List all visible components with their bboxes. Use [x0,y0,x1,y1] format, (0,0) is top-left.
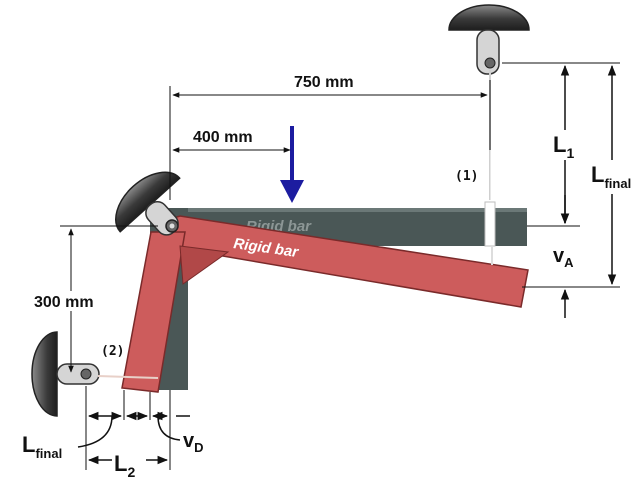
L1-label: L1 [551,130,581,161]
vA-main: v [553,245,565,267]
dimension-750: 750 mm [169,74,491,150]
svg-text:L1: L1 [553,132,574,161]
svg-text:Lfinal: Lfinal [591,162,631,191]
rod-1: (1) [455,70,496,265]
svg-text:vA: vA [553,245,574,270]
L2-label: L2 [112,450,146,480]
vD-main: v [183,430,195,452]
vD-sub: D [194,440,203,455]
L2-main: L [114,451,127,476]
top-support [448,4,530,75]
dimension-400: 400 mm [169,129,291,200]
Lfinal-left-main: L [22,432,35,457]
dimension-300: 300 mm [32,225,158,373]
vA-label: vA [551,243,583,271]
Lfinal-right-main: L [591,162,604,187]
left-support [31,331,100,417]
pin-support-B [115,171,181,236]
svg-text:vD: vD [183,430,204,455]
rod-2: (2) [97,344,159,379]
svg-text:Lfinal: Lfinal [22,432,62,461]
load-arrow [280,126,304,203]
rod-2-label: (2) [101,344,124,359]
Lfinal-left-sub: final [35,446,62,461]
dimension-300-label: 300 mm [34,294,94,311]
L1-sub: 1 [566,145,574,161]
dimension-400-label: 400 mm [193,129,253,146]
L1-main: L [553,132,566,157]
L2-sub: 2 [127,464,135,480]
Lfinal-left-label: Lfinal [22,432,62,461]
rod-1-label: (1) [455,169,478,184]
vA-sub: A [564,255,574,270]
vD-label: vD [183,430,204,455]
Lfinal-right-sub: final [604,176,631,191]
Lfinal-right-label: Lfinal [590,160,640,194]
svg-text:L2: L2 [114,451,135,480]
dimension-750-label: 750 mm [294,74,354,91]
